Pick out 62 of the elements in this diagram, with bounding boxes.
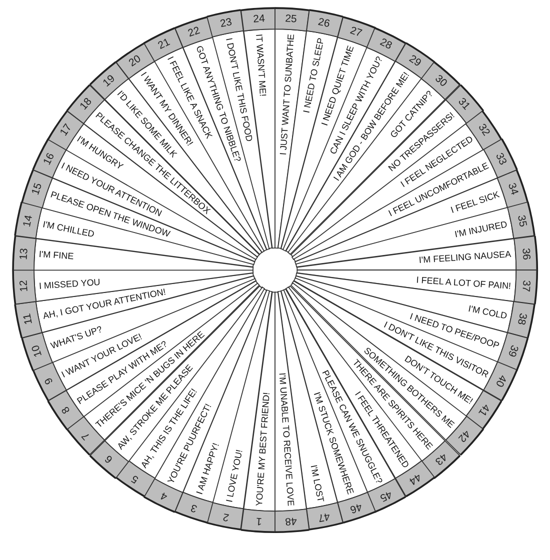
segment-message: I LOVE YOU! (224, 449, 244, 504)
segment-message: I MISSED YOU (38, 276, 100, 290)
segment-message: I JUST WANT TO SUNBATHE (278, 33, 296, 155)
segment-number: 22 (186, 24, 202, 40)
segment-number: 6 (103, 452, 116, 466)
segment-number: 3 (189, 502, 199, 515)
segment-number: 20 (127, 52, 144, 70)
segment-number: 8 (59, 404, 72, 416)
segment-number: 18 (78, 96, 94, 113)
segment-number: 35 (514, 214, 529, 228)
segment-number: 16 (41, 150, 58, 167)
segment-number: 1 (255, 514, 262, 528)
segment-number: 11 (21, 312, 36, 326)
segment-number: 29 (406, 52, 423, 70)
segment-message: I'M INJURED (454, 218, 508, 240)
segment-message: I'M FINE (38, 250, 74, 262)
segment-number: 23 (219, 16, 233, 30)
segment-number: 21 (156, 36, 172, 52)
segment-message: I'M CHILLED (42, 218, 95, 239)
segment-number: 9 (42, 376, 56, 386)
segment-number: 42 (456, 427, 472, 444)
segment-number: 45 (378, 488, 394, 504)
segment-number: 38 (514, 312, 529, 326)
segment-message: I'M COLD (468, 304, 508, 322)
segment-number: 46 (348, 500, 364, 516)
segment-number: 39 (506, 343, 521, 358)
segment-number: 27 (348, 24, 364, 40)
segment-number: 31 (456, 96, 472, 113)
segment-number: 17 (58, 122, 74, 138)
segment-number: 7 (79, 430, 92, 442)
segment-number: 41 (476, 402, 492, 418)
segment-number: 34 (506, 182, 521, 197)
segment-number: 5 (130, 472, 142, 486)
segment-number: 43 (432, 450, 450, 468)
segment-message: I'M UNABLE TO RECEIVE LOVE (276, 373, 296, 507)
segment-message: YOU'RE MY BEST FRIEND! (254, 392, 272, 507)
segment-number: 24 (252, 12, 265, 26)
segment-number: 36 (520, 247, 532, 260)
segment-message: I FEEL A LOT OF PAIN! (416, 274, 512, 290)
segment-number: 12 (18, 280, 30, 293)
segment-message: I'M FEELING NAUSEA (419, 250, 512, 266)
segment-message: I'M LOST (308, 464, 326, 504)
segment-number: 28 (378, 36, 394, 52)
segment-number: 33 (492, 150, 509, 167)
segment-number: 15 (29, 182, 44, 197)
segment-number: 2 (222, 510, 230, 524)
segment-number: 19 (100, 72, 118, 90)
segment-number: 32 (476, 122, 492, 138)
segment-number: 13 (18, 247, 30, 260)
segment-message: I NEED TO SLEEP (301, 36, 326, 114)
segment-number: 37 (520, 280, 532, 293)
segment-number: 4 (158, 488, 170, 502)
segment-number: 10 (29, 343, 44, 358)
segment-number: 40 (492, 373, 509, 390)
segment-message: IT WASN'T ME! (254, 33, 269, 96)
segment-number: 48 (285, 514, 298, 528)
segment-number: 26 (317, 16, 331, 30)
segment-number: 30 (432, 72, 450, 90)
segment-number: 14 (21, 214, 36, 228)
segment-number: 47 (317, 510, 331, 524)
segment-number: 44 (406, 470, 423, 488)
segment-number: 25 (285, 12, 298, 26)
